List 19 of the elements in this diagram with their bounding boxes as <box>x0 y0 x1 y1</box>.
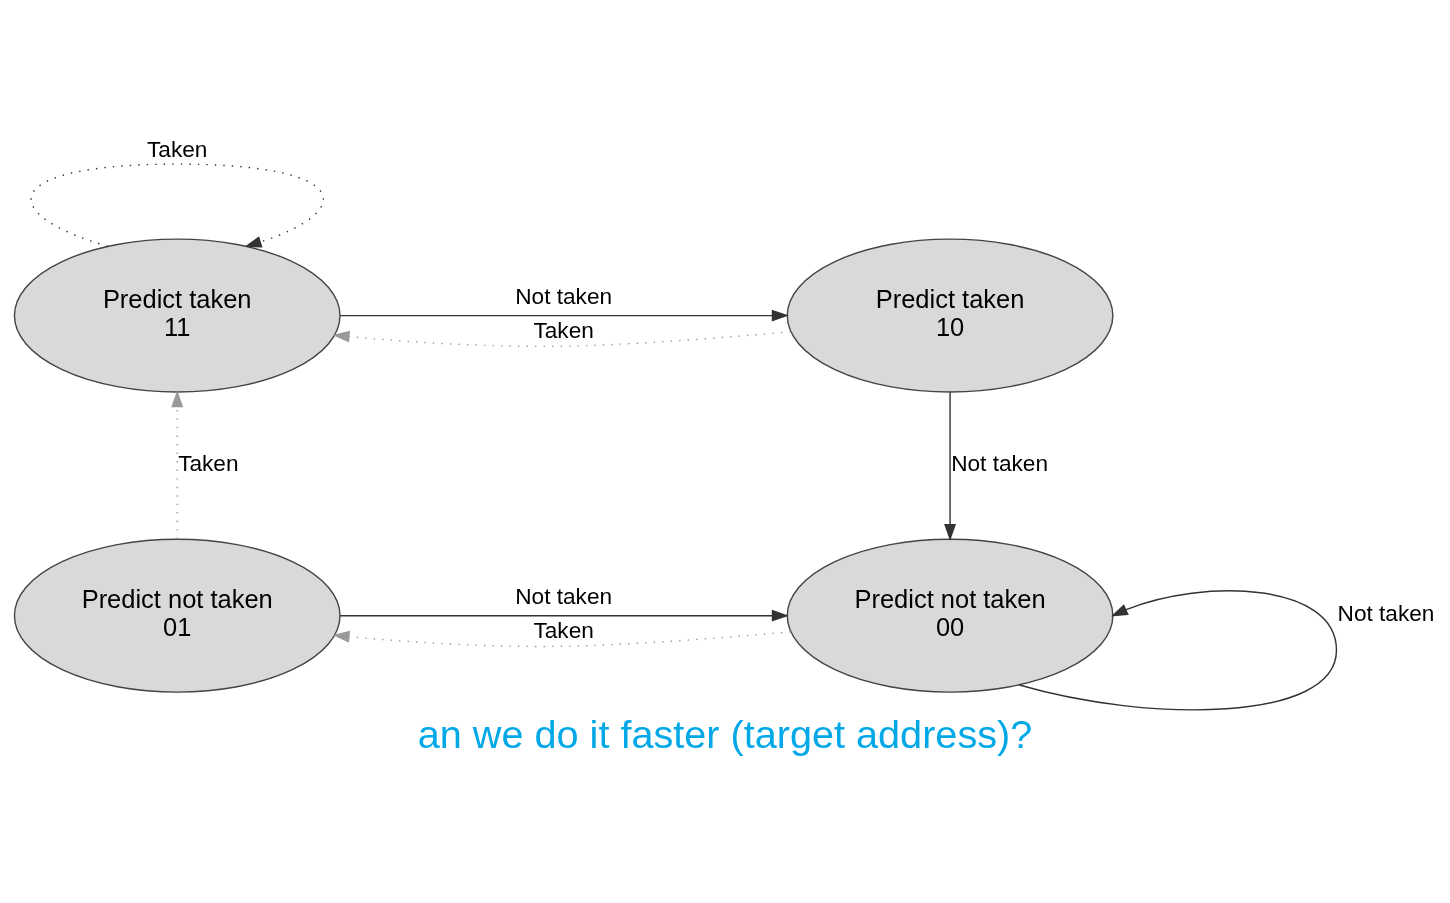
edge-label: Not taken <box>515 583 613 609</box>
edge-label: Taken <box>533 317 594 343</box>
arrow <box>332 630 792 647</box>
arrow <box>171 389 184 540</box>
edge-label: Taken <box>178 450 239 476</box>
arrow <box>30 162 325 248</box>
arrow <box>339 309 789 322</box>
edge-label: Taken <box>147 136 208 162</box>
arrow <box>339 609 789 622</box>
node-ellipse: Predict taken 10 <box>786 237 1114 393</box>
arrow <box>944 391 956 541</box>
node-ellipse: Predict not taken 01 <box>13 538 341 693</box>
edge-label: Not taken <box>515 283 613 309</box>
edge-label: Taken <box>533 617 594 643</box>
node-ellipse: Predict not taken 00 <box>786 538 1114 693</box>
arrow <box>332 330 792 347</box>
edge-label: Not taken <box>1337 600 1435 626</box>
edge-label: Not taken <box>951 450 1049 476</box>
caption: an we do it faster (target address)? <box>417 711 1033 755</box>
